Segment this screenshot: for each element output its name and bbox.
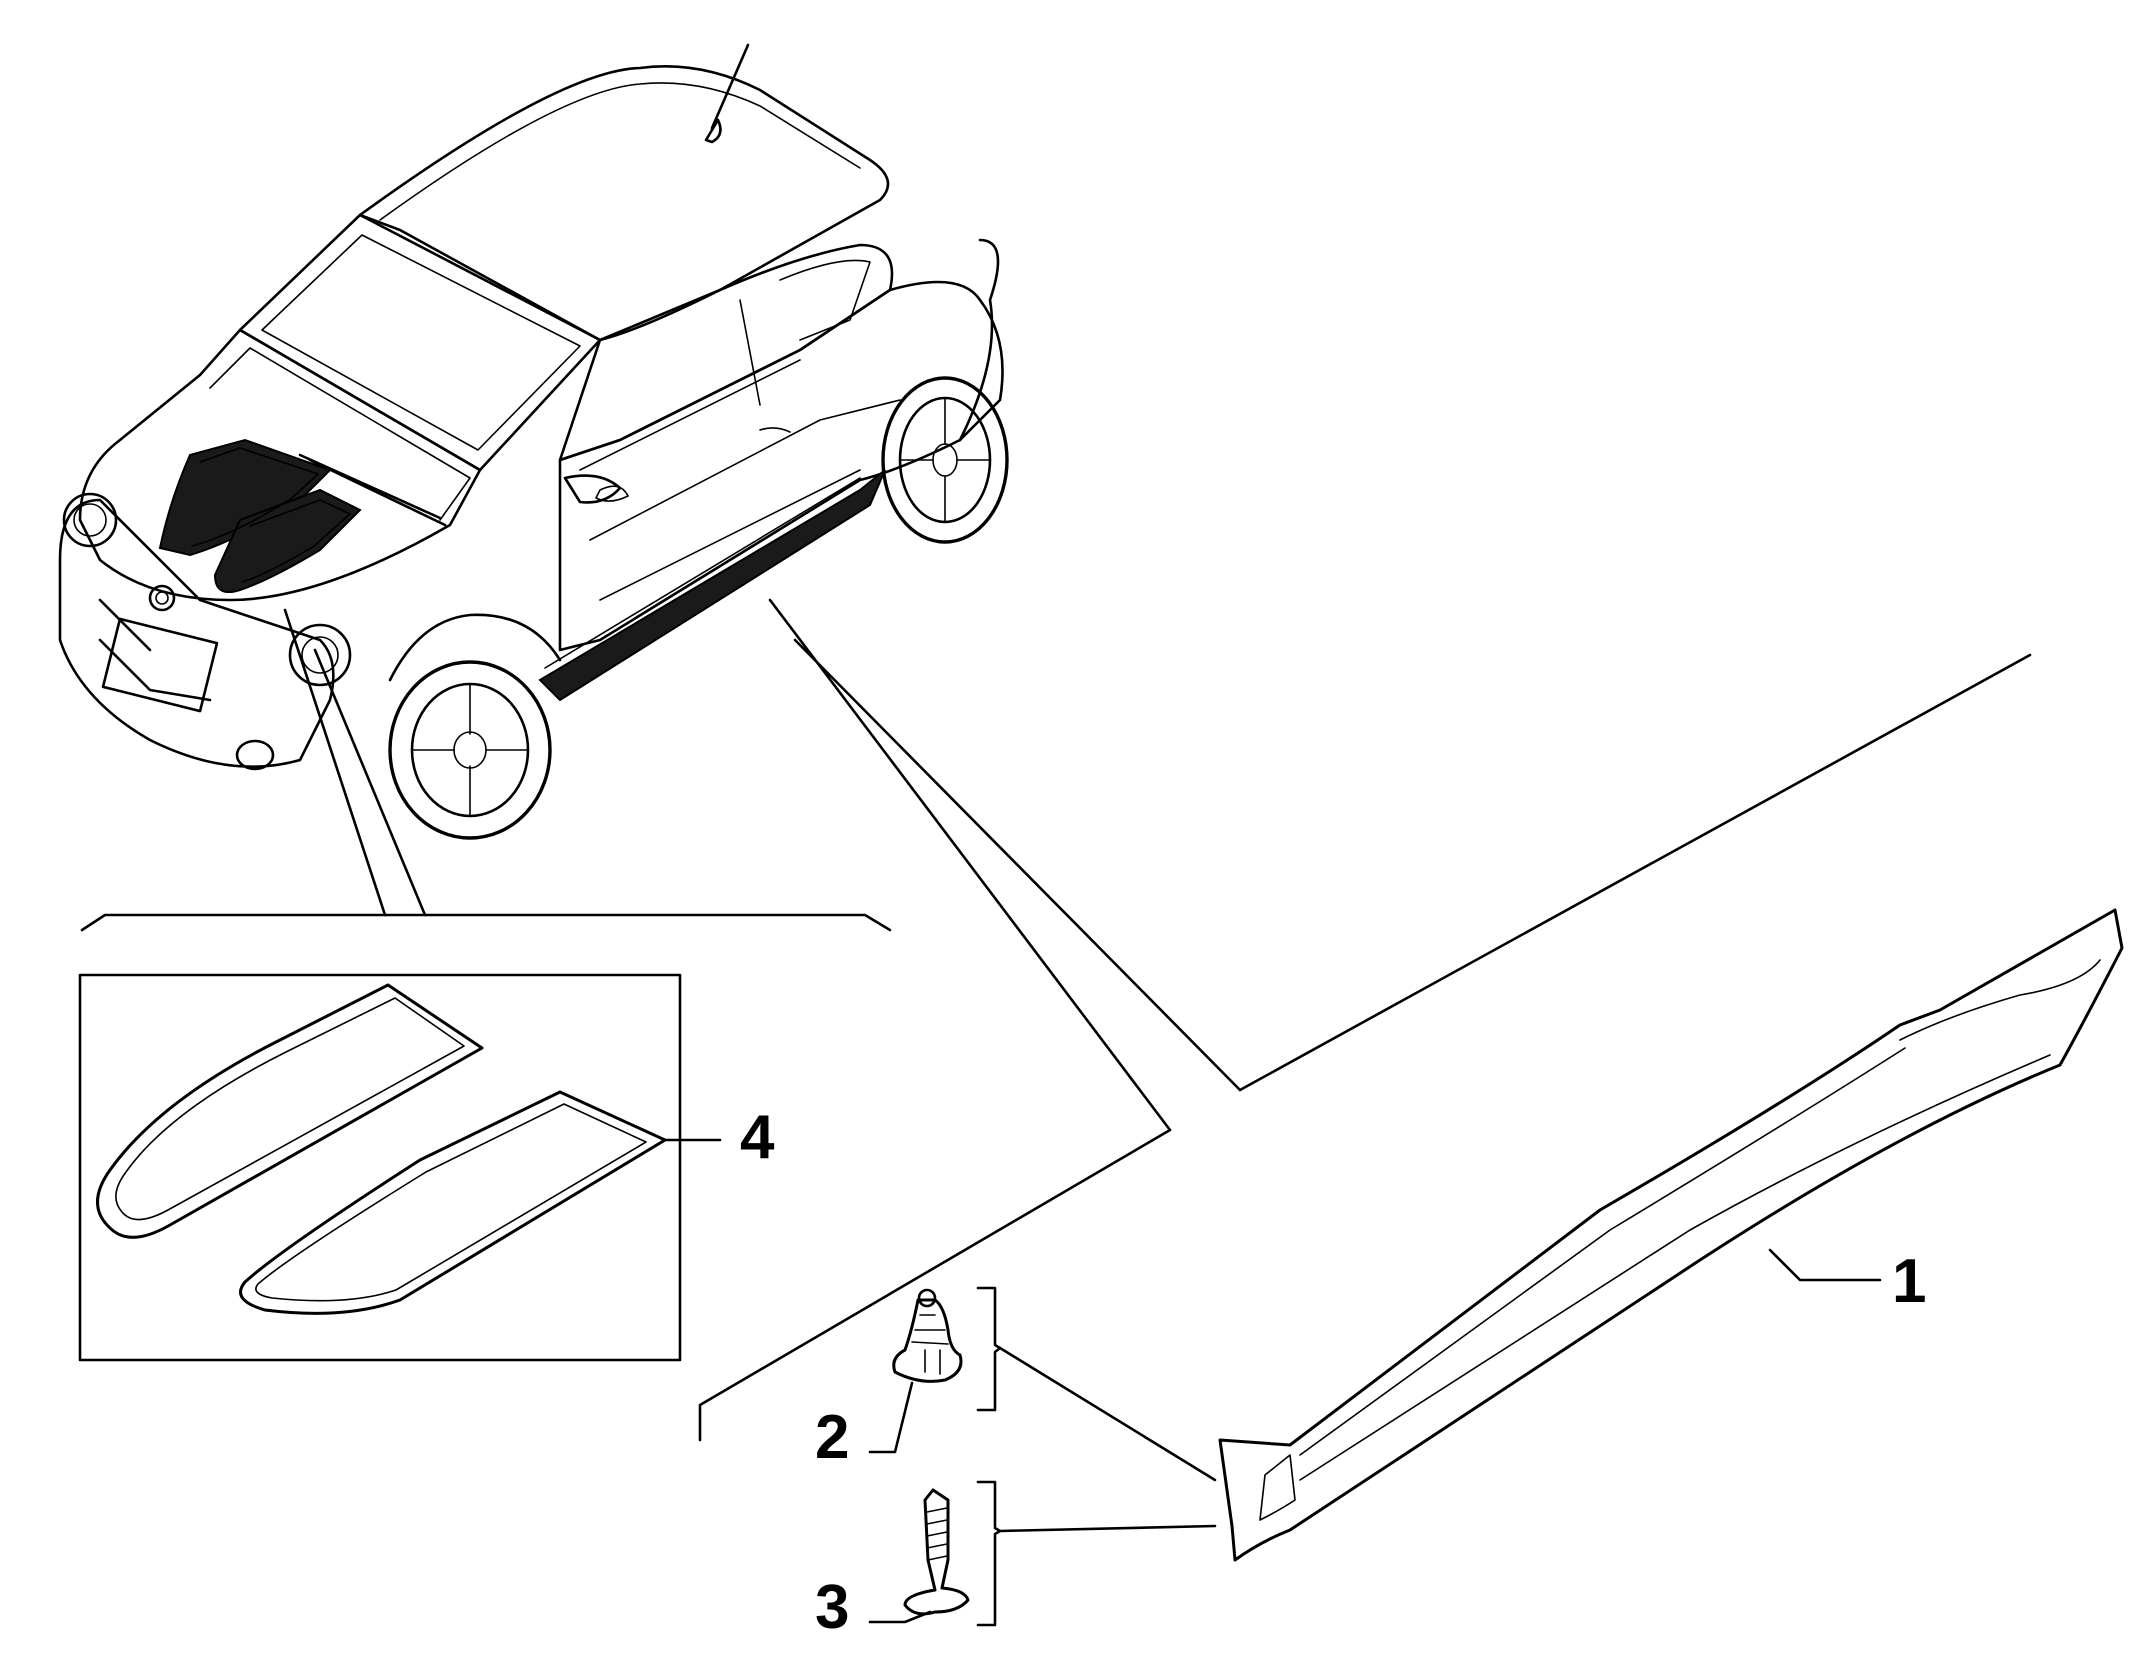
callout-4: 4 bbox=[740, 1103, 775, 1172]
screw bbox=[868, 1480, 1217, 1627]
callout-3: 3 bbox=[815, 1573, 849, 1642]
side-skirt bbox=[1218, 908, 2124, 1562]
stripes-detail-box bbox=[78, 973, 722, 1362]
hood-stripe-lower bbox=[239, 1090, 667, 1315]
callout-2: 2 bbox=[815, 1403, 849, 1472]
clip-nut bbox=[868, 1286, 1217, 1482]
callout-labels: 1 2 3 4 bbox=[740, 1103, 1926, 1642]
leader-lines bbox=[80, 598, 2032, 1442]
hood-stripe-upper bbox=[96, 983, 484, 1239]
callout-1: 1 bbox=[1892, 1247, 1926, 1316]
car-illustration bbox=[58, 43, 1009, 840]
